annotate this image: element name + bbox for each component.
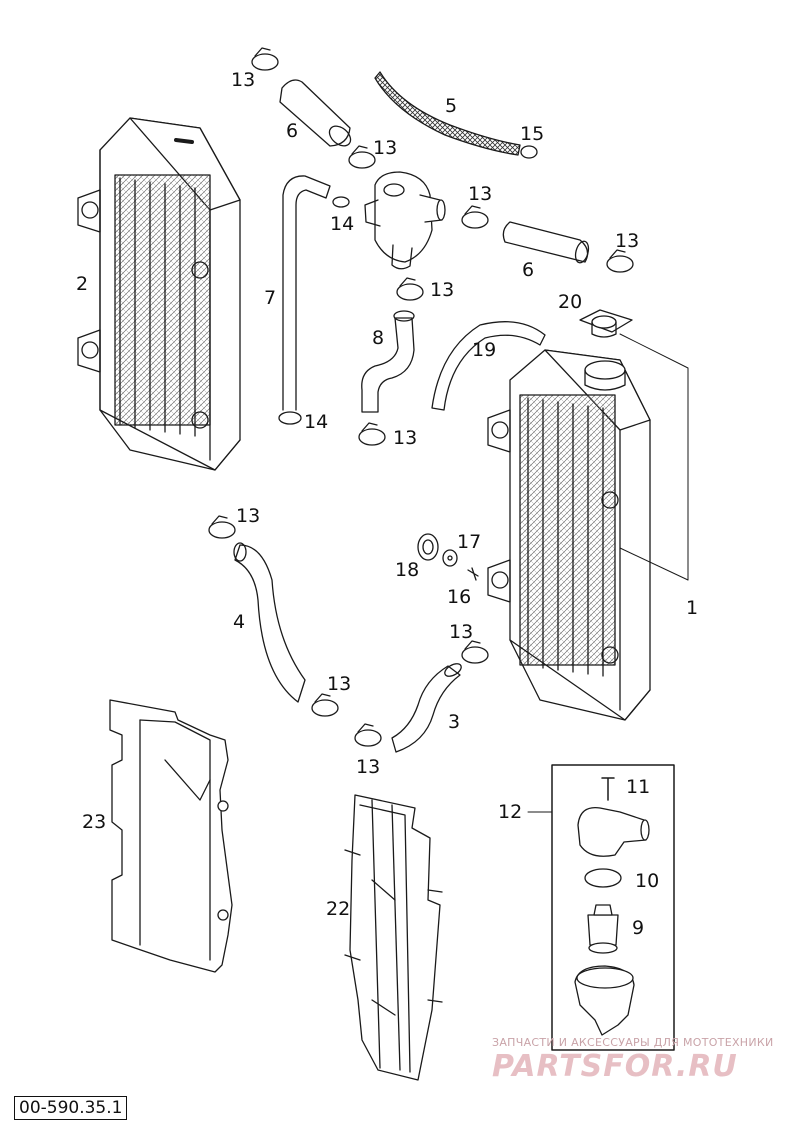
callout-13j: 13 bbox=[356, 756, 380, 778]
callout-20: 20 bbox=[558, 291, 582, 313]
hose-6-upper bbox=[279, 79, 352, 147]
callout-12: 12 bbox=[498, 801, 522, 823]
leader-part-1 bbox=[619, 333, 689, 581]
callout-1: 1 bbox=[686, 597, 698, 619]
callout-6a: 6 bbox=[286, 120, 298, 142]
callout-3: 3 bbox=[448, 711, 460, 733]
radiator-cap bbox=[579, 309, 633, 338]
callout-13c: 13 bbox=[468, 183, 492, 205]
radiator-shroud-left bbox=[109, 699, 233, 973]
hose-4 bbox=[233, 542, 306, 703]
callout-22: 22 bbox=[326, 898, 350, 920]
hose-8 bbox=[361, 310, 415, 413]
radiator-left bbox=[77, 117, 241, 471]
callout-4: 4 bbox=[233, 611, 245, 633]
document-number: 00-590.35.1 bbox=[14, 1096, 128, 1120]
hose-3 bbox=[391, 663, 462, 753]
callout-13b: 13 bbox=[373, 137, 397, 159]
watermark-tagline: ЗАПЧАСТИ И АКСЕССУАРЫ ДЛЯ МОТОТЕХНИКИ bbox=[492, 1036, 774, 1049]
callout-13e: 13 bbox=[430, 279, 454, 301]
callout-14b: 14 bbox=[304, 411, 328, 433]
watermark: ЗАПЧАСТИ И АКСЕССУАРЫ ДЛЯ МОТОТЕХНИКИ PA… bbox=[492, 1036, 774, 1084]
fastener-parts bbox=[417, 533, 479, 581]
callout-17: 17 bbox=[457, 531, 481, 553]
hose-19 bbox=[431, 321, 546, 411]
callout-labels: 1 2 3 4 5 6 6 7 8 9 10 11 12 13 13 13 13… bbox=[76, 69, 698, 939]
thermostat-assembly-box bbox=[527, 764, 675, 1051]
callout-9: 9 bbox=[632, 917, 644, 939]
hose-7 bbox=[282, 175, 331, 411]
radiator-shroud-right bbox=[344, 794, 443, 1081]
radiator-right bbox=[487, 349, 651, 721]
callout-13f: 13 bbox=[393, 427, 417, 449]
callout-11: 11 bbox=[626, 776, 650, 798]
callout-7: 7 bbox=[264, 287, 276, 309]
callout-10: 10 bbox=[635, 870, 659, 892]
callout-6b: 6 bbox=[522, 259, 534, 281]
callout-18: 18 bbox=[395, 559, 419, 581]
water-pump bbox=[364, 171, 446, 270]
callout-13d: 13 bbox=[615, 230, 639, 252]
watermark-brand: PARTSFOR.RU bbox=[492, 1049, 738, 1084]
callout-23: 23 bbox=[82, 811, 106, 833]
callout-14a: 14 bbox=[330, 213, 354, 235]
hose-5-braided bbox=[374, 71, 521, 156]
callout-16: 16 bbox=[447, 586, 471, 608]
callout-2: 2 bbox=[76, 273, 88, 295]
callout-5: 5 bbox=[445, 95, 457, 117]
hose-clamps bbox=[208, 47, 634, 747]
callout-13h: 13 bbox=[449, 621, 473, 643]
callout-15: 15 bbox=[520, 123, 544, 145]
callout-13g: 13 bbox=[236, 505, 260, 527]
callout-19: 19 bbox=[472, 339, 496, 361]
callout-13i: 13 bbox=[327, 673, 351, 695]
callout-8: 8 bbox=[372, 327, 384, 349]
callout-13a: 13 bbox=[231, 69, 255, 91]
hose-6-right bbox=[502, 221, 590, 264]
